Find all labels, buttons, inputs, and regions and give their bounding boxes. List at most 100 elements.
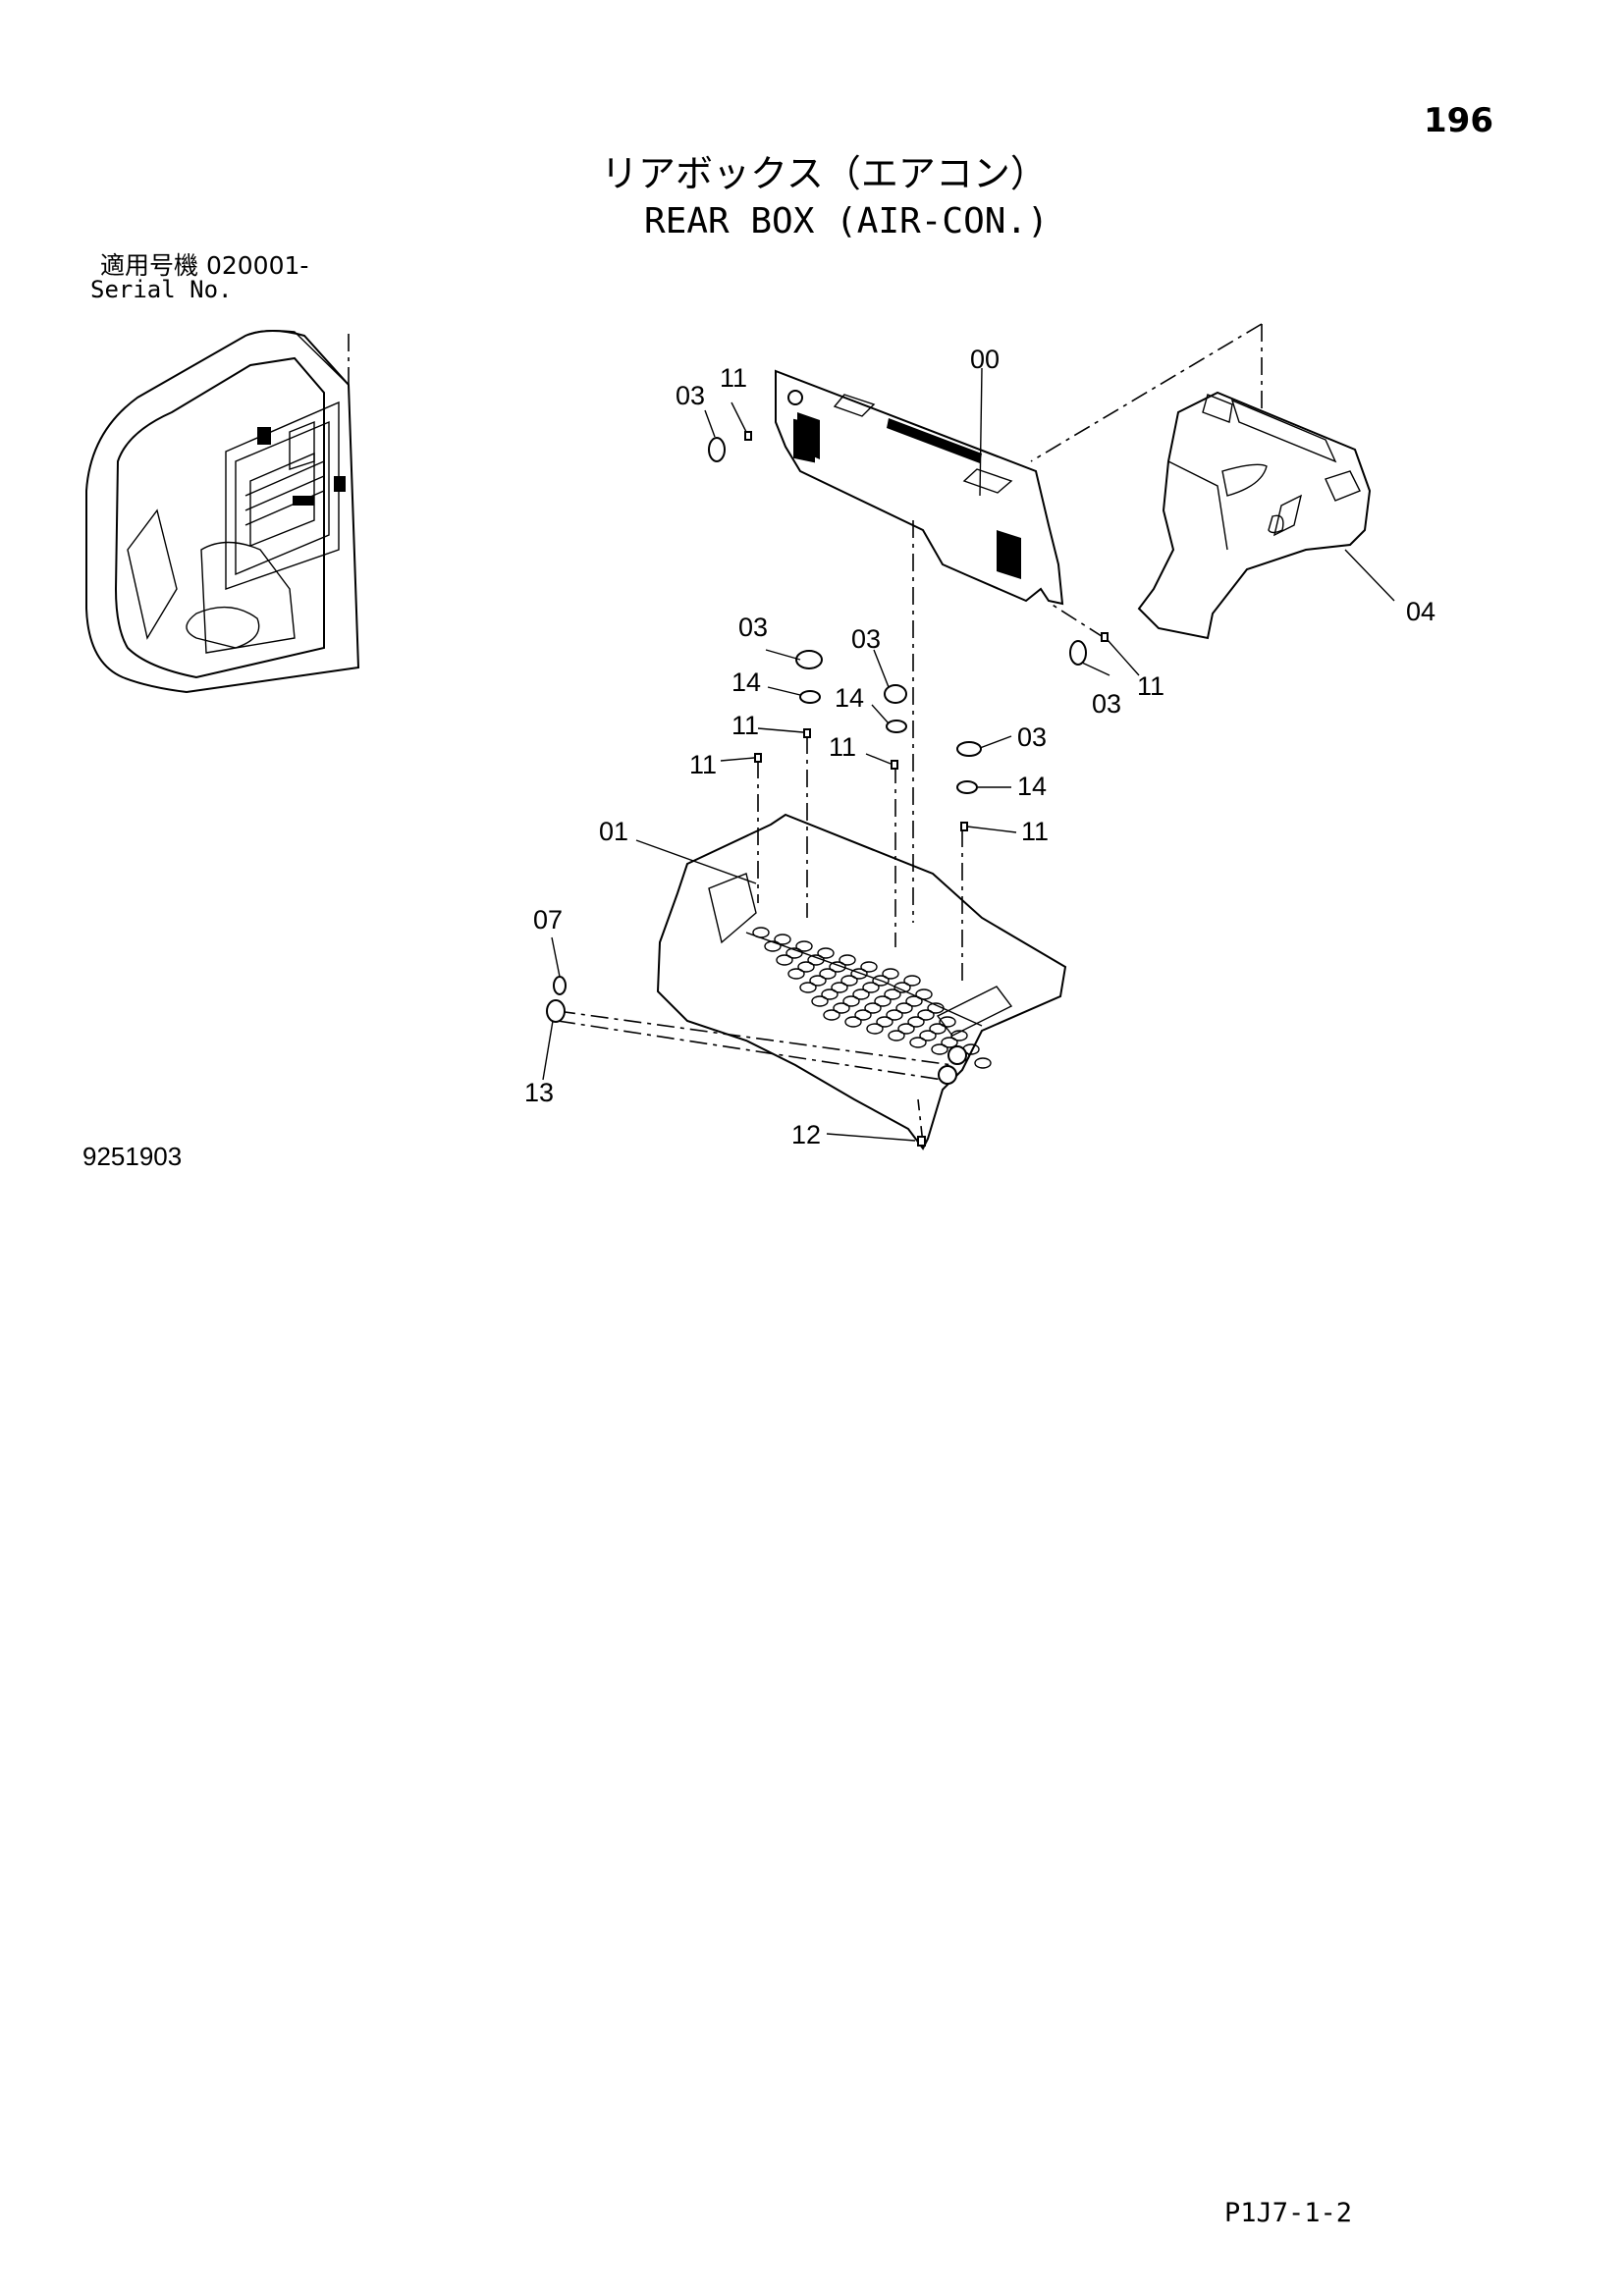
cap-03-e — [1069, 640, 1087, 666]
leader-lines — [542, 367, 1395, 1142]
callout-03-c: 03 — [851, 624, 881, 654]
vent-hole — [903, 975, 921, 987]
vent-hole — [876, 1016, 893, 1028]
bolt-11-b — [803, 728, 811, 738]
vent-hole — [817, 947, 835, 959]
callout-11-f: 11 — [1137, 671, 1164, 701]
callout-11-b: 11 — [731, 711, 759, 740]
vent-hole — [915, 988, 933, 1000]
callout-12: 12 — [791, 1120, 821, 1149]
callout-03-a: 03 — [676, 381, 705, 410]
part-01-lower-box — [656, 813, 1067, 1150]
vent-hole — [927, 1002, 945, 1014]
vent-hole — [866, 1023, 884, 1035]
cap-03-b — [795, 650, 823, 669]
ring-14-a — [799, 690, 821, 704]
callout-03-e: 03 — [1092, 689, 1121, 719]
callouts: 00 01 03 03 03 03 03 04 07 11 11 11 11 1… — [524, 345, 1435, 1149]
vent-hole — [844, 1016, 862, 1028]
vent-hole — [939, 1016, 956, 1028]
vent-hole — [929, 1023, 947, 1035]
vent-hole — [821, 988, 839, 1000]
vent-hole — [831, 982, 848, 993]
bolt-11-a — [744, 431, 752, 441]
callout-14-a: 14 — [731, 667, 761, 697]
callout-11-d: 11 — [689, 750, 717, 779]
page-title-japanese: リアボックス（エアコン） — [601, 152, 1048, 195]
cap-03-c — [884, 684, 907, 704]
vent-hole — [888, 1030, 905, 1041]
vent-hole — [941, 1037, 958, 1048]
vent-hole — [809, 975, 827, 987]
callout-14-c: 14 — [1017, 772, 1047, 801]
vent-hole — [882, 968, 899, 980]
vent-hole — [862, 982, 880, 993]
page-title-english: REAR BOX (AIR-CON.) — [644, 201, 1049, 241]
vent-hole — [895, 1002, 913, 1014]
vent-hole — [852, 988, 870, 1000]
callout-01: 01 — [599, 817, 628, 846]
vent-hole — [752, 927, 770, 938]
small-parts — [546, 431, 1109, 1147]
callout-11-c: 11 — [829, 732, 856, 762]
vent-hole — [829, 961, 846, 973]
cap-03-a — [708, 437, 726, 462]
callout-07: 07 — [533, 905, 563, 934]
vent-hole — [893, 982, 911, 993]
bolt-11-c — [891, 760, 898, 770]
vent-hole — [764, 940, 782, 952]
assembly-lines — [557, 323, 1263, 1145]
grommet-13 — [546, 999, 566, 1023]
vent-hole — [931, 1043, 948, 1055]
callout-11-e: 11 — [1021, 817, 1049, 846]
vent-hole — [842, 995, 860, 1007]
vent-hole — [850, 968, 868, 980]
vent-hole — [819, 968, 837, 980]
vent-hole — [884, 988, 901, 1000]
vent-hole — [840, 975, 858, 987]
vent-hole — [907, 1016, 925, 1028]
vent-hole — [874, 995, 892, 1007]
vent-hole — [811, 995, 829, 1007]
ring-14-b — [886, 720, 907, 733]
vent-hole — [823, 1009, 840, 1021]
part-04-right-duct — [1137, 391, 1372, 640]
bolt-11-e — [960, 822, 968, 831]
page-number: 196 — [1424, 101, 1493, 140]
callout-03-d: 03 — [1017, 722, 1047, 752]
callout-13: 13 — [524, 1078, 554, 1107]
cap-03-d — [956, 741, 982, 757]
vent-hole — [776, 954, 793, 966]
ring-14-c — [956, 780, 978, 794]
bolt-12 — [917, 1136, 926, 1147]
vent-hole — [795, 940, 813, 952]
bolt-11-d — [754, 753, 762, 763]
vent-hole — [974, 1057, 992, 1069]
cab-overview-illustration — [85, 329, 360, 694]
vent-hole — [799, 982, 817, 993]
vent-holes-grid — [752, 927, 992, 1069]
callout-11-a: 11 — [720, 363, 747, 393]
serial-number-label-english: Serial No. — [90, 276, 233, 303]
callout-04: 04 — [1406, 597, 1435, 626]
callout-03-b: 03 — [738, 613, 768, 642]
vent-hole — [864, 1002, 882, 1014]
vent-hole — [787, 968, 805, 980]
vent-hole — [785, 947, 803, 959]
vent-hole — [854, 1009, 872, 1021]
vent-hole — [807, 954, 825, 966]
bolt-11-f — [1101, 632, 1109, 642]
vent-hole — [905, 995, 923, 1007]
vent-hole — [872, 975, 890, 987]
vent-hole — [797, 961, 815, 973]
vent-hole — [886, 1009, 903, 1021]
vent-hole — [897, 1023, 915, 1035]
callout-14-b: 14 — [835, 683, 864, 713]
part-00-upper-panel — [775, 369, 1064, 606]
serial-number-label-japanese: 適用号機 020001- — [100, 251, 309, 280]
vent-hole — [839, 954, 856, 966]
callout-00: 00 — [970, 345, 1000, 374]
drawing-number: 9251903 — [82, 1142, 183, 1171]
vent-hole — [917, 1009, 935, 1021]
